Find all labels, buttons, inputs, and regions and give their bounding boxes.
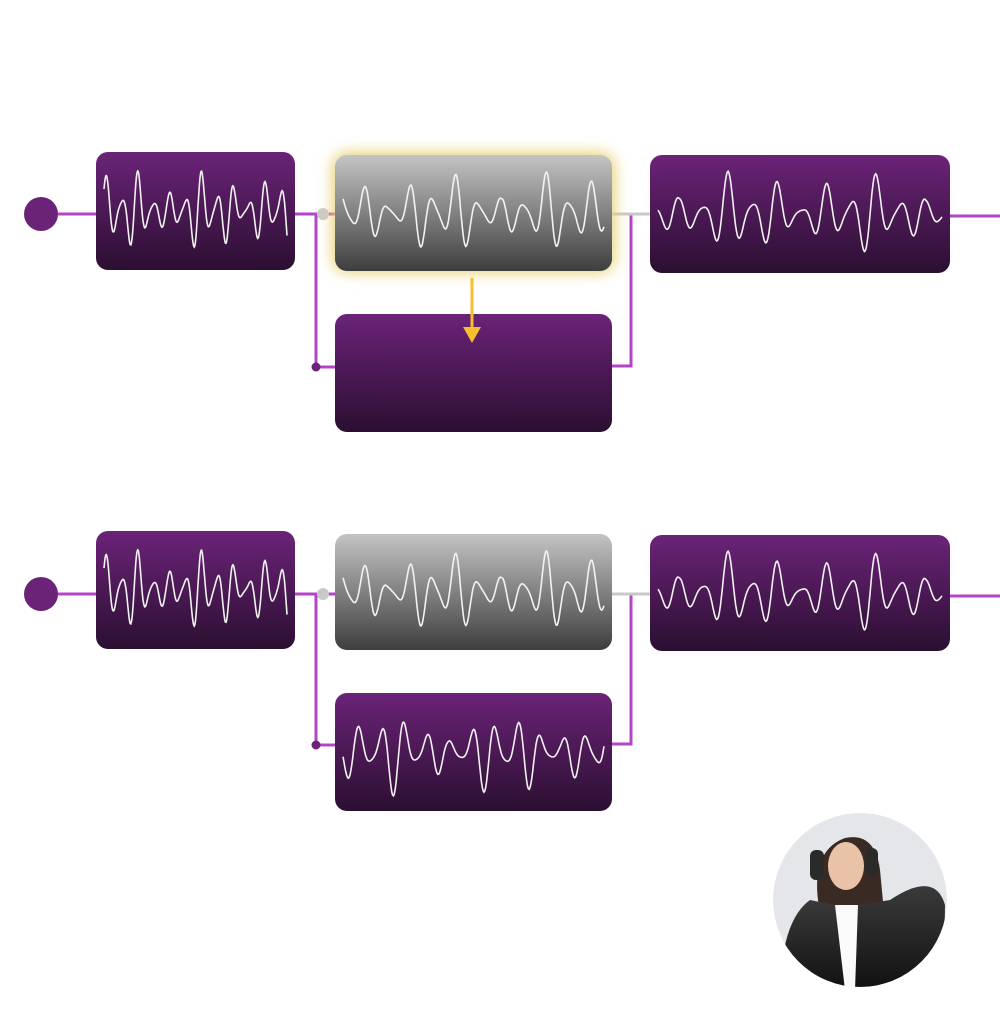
source-block[interactable] [96, 531, 295, 649]
input-node[interactable] [24, 577, 58, 611]
output-block[interactable] [650, 535, 950, 651]
face [828, 842, 864, 890]
effect-block-body[interactable] [335, 314, 612, 432]
waveform-icon [657, 549, 943, 631]
bypass-block-body[interactable] [335, 155, 612, 271]
bypass-block[interactable] [335, 155, 612, 271]
wire-merge [612, 212, 650, 368]
waveform-icon [103, 169, 288, 249]
arrow-down-icon [463, 327, 481, 343]
effect-block[interactable] [335, 314, 612, 432]
junction-node [311, 362, 321, 372]
waveform-icon [342, 549, 605, 627]
source-block[interactable] [96, 152, 295, 270]
output-block-body[interactable] [650, 155, 950, 273]
bypass-block-body[interactable] [335, 534, 612, 650]
waveform-icon [342, 170, 605, 248]
junction-node [317, 208, 329, 220]
output-block[interactable] [650, 155, 950, 273]
bypass-block[interactable] [335, 534, 612, 650]
headphone-right-icon [866, 848, 878, 876]
effect-block[interactable] [335, 693, 612, 811]
source-block-body[interactable] [96, 152, 295, 270]
avatar[interactable] [773, 813, 947, 990]
waveform-icon [103, 548, 288, 628]
input-node[interactable] [24, 197, 58, 231]
waveform-icon [342, 721, 605, 798]
wire-branch [314, 594, 335, 747]
junction-node [311, 740, 321, 750]
wire-merge [612, 592, 650, 746]
bottom-chain [24, 531, 1000, 811]
junction-node [317, 588, 329, 600]
top-chain [24, 152, 1000, 432]
headphone-left-icon [810, 850, 824, 880]
output-block-body[interactable] [650, 535, 950, 651]
waveform-icon [657, 169, 943, 253]
source-block-body[interactable] [96, 531, 295, 649]
